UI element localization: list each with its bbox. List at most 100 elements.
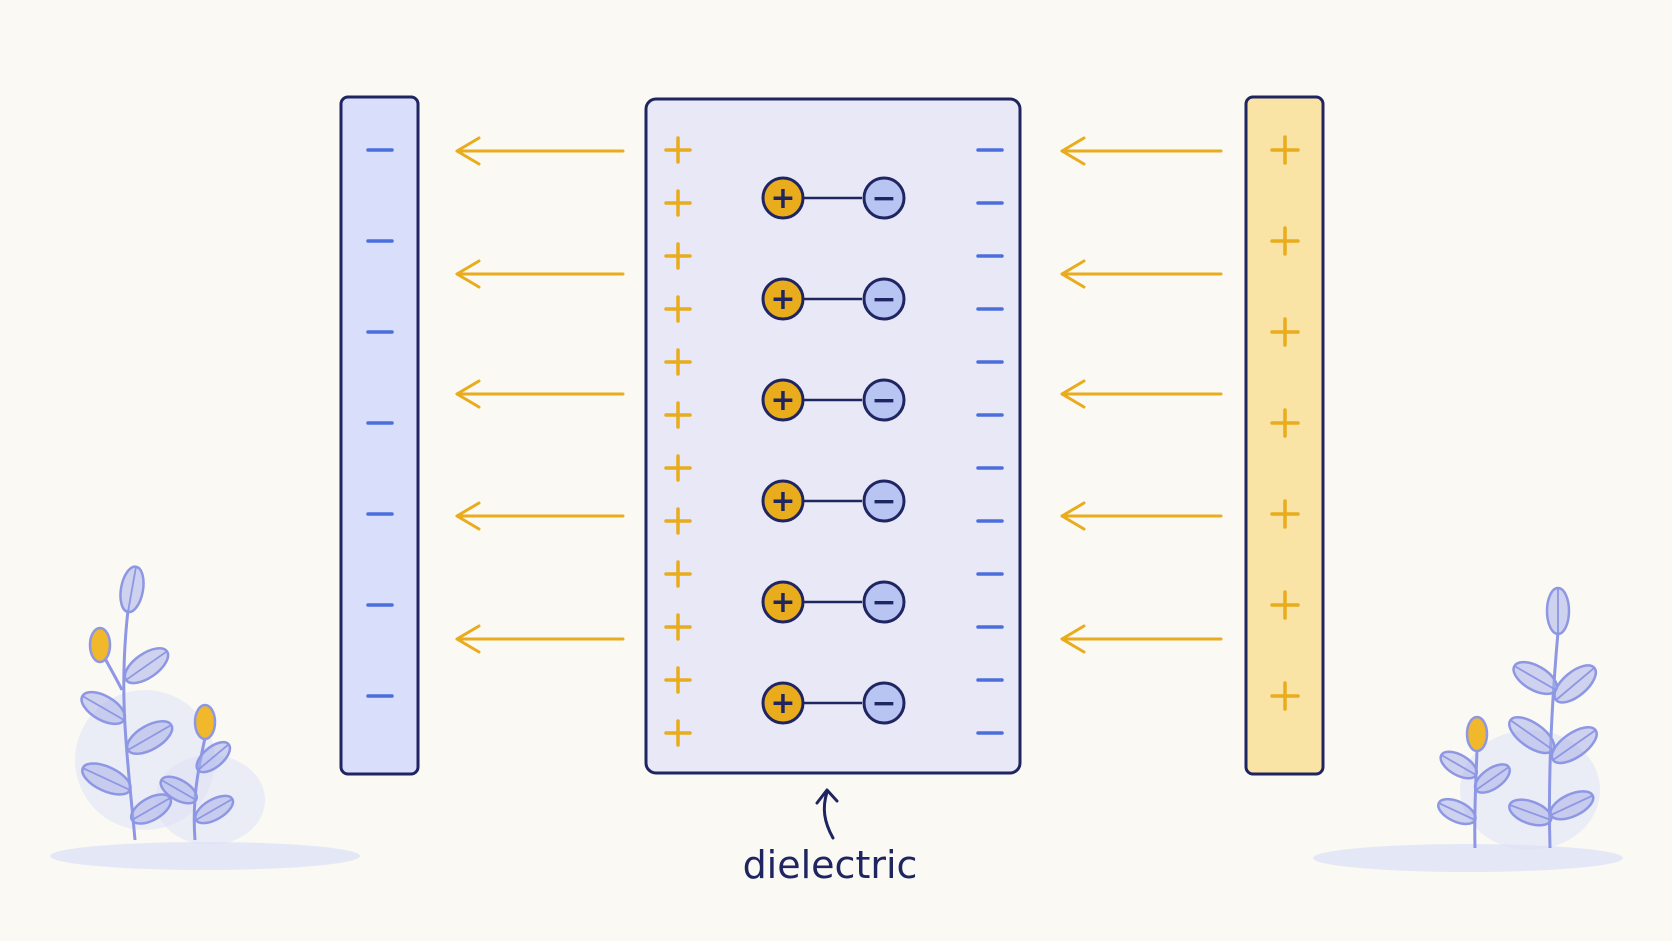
- negative-plate: [339, 95, 420, 776]
- dipole: +−: [761, 378, 906, 422]
- dipole-negative-sign: −: [871, 585, 896, 620]
- positive-charge: [1270, 590, 1300, 620]
- positive-plate: [1244, 95, 1325, 776]
- dipole-positive-sign: +: [770, 585, 795, 620]
- field-arrow-head: [455, 259, 481, 289]
- plant-leaf-vein: [1555, 667, 1595, 701]
- plant-leaf-vein: [195, 798, 233, 821]
- plant-bud: [1465, 715, 1489, 753]
- field-arrow: [1060, 624, 1223, 654]
- plant-bud: [88, 626, 112, 664]
- surface-positive-charge: [664, 348, 692, 376]
- surface-positive-charge: [664, 136, 692, 164]
- plant-leaf-vein: [1509, 804, 1552, 821]
- plant-leaf-vein: [82, 767, 131, 791]
- field-arrow: [455, 624, 625, 654]
- plant-bud: [193, 703, 217, 741]
- plant-left-icon: [50, 565, 360, 870]
- field-arrow: [455, 379, 625, 409]
- dipole-negative-end: [862, 681, 906, 725]
- surface-positive-charge: [664, 666, 692, 694]
- negative-plate-charges: [366, 148, 394, 698]
- plant-stem: [1473, 749, 1479, 849]
- positive-charge: [1270, 135, 1300, 165]
- dipoles: +−+−+−+−+−+−: [761, 176, 906, 725]
- field-arrow-head: [455, 624, 481, 654]
- plant-leaf-vein: [1475, 766, 1510, 791]
- field-arrow-head: [1060, 136, 1086, 166]
- surface-positive-charge: [664, 560, 692, 588]
- plant-leaf-vein: [127, 566, 137, 613]
- dipole-positive-sign: +: [770, 181, 795, 216]
- dipole-positive-end: [761, 479, 805, 523]
- field-arrows-right: [1060, 136, 1223, 654]
- dipole-positive-sign: +: [770, 282, 795, 317]
- dipole-negative-sign: −: [871, 686, 896, 721]
- plant-leaf-vein: [131, 797, 171, 821]
- dipole-negative-sign: −: [871, 282, 896, 317]
- field-arrow-head: [455, 501, 481, 531]
- surface-positive-charge: [664, 507, 692, 535]
- field-arrow-head: [1060, 501, 1086, 531]
- field-arrow-head: [1060, 624, 1086, 654]
- field-arrow: [1060, 136, 1223, 166]
- field-arrow-head: [1060, 259, 1086, 289]
- plant-shadow: [1313, 844, 1623, 872]
- plant-leaf-vein: [1440, 754, 1477, 776]
- field-arrow: [455, 501, 625, 531]
- positive-charge: [1270, 317, 1300, 347]
- dipole-negative-end: [862, 580, 906, 624]
- dielectric-caption: dielectric: [743, 843, 918, 887]
- surface-positive-charge: [664, 401, 692, 429]
- dipole-negative-sign: −: [871, 484, 896, 519]
- dielectric-negative-surface-charges: [976, 148, 1004, 735]
- dipole-positive-end: [761, 176, 805, 220]
- field-arrow-head: [1060, 379, 1086, 409]
- plant-leaf-vein: [125, 650, 168, 681]
- plant-leaf-vein: [197, 743, 230, 771]
- dipole-positive-end: [761, 580, 805, 624]
- dipole-positive-sign: +: [770, 686, 795, 721]
- plant-right-icon: [1313, 586, 1623, 872]
- dipole: +−: [761, 681, 906, 725]
- field-arrow: [1060, 379, 1223, 409]
- positive-plate-charges: [1270, 135, 1300, 711]
- positive-charge: [1270, 499, 1300, 529]
- dielectric-slab: +−+−+−+−+−+−: [644, 97, 1022, 775]
- dipole-negative-end: [862, 277, 906, 321]
- field-arrow: [1060, 259, 1223, 289]
- positive-charge: [1270, 226, 1300, 256]
- positive-charge: [1270, 681, 1300, 711]
- caption-arrow-icon: [815, 788, 839, 840]
- plant-leaf-vein: [1550, 794, 1594, 816]
- dielectric-positive-surface-charges: [664, 136, 692, 747]
- plant-leaf-vein: [1552, 729, 1597, 761]
- dipole-negative-sign: −: [871, 181, 896, 216]
- negative-plate-body: [339, 95, 420, 776]
- field-arrows-left: [455, 136, 625, 654]
- plant-leaf-vein: [127, 724, 172, 751]
- dipole: +−: [761, 176, 906, 220]
- dipole-positive-end: [761, 681, 805, 725]
- dipole-positive-end: [761, 277, 805, 321]
- surface-positive-charge: [664, 295, 692, 323]
- field-arrow: [455, 136, 625, 166]
- dipole-negative-end: [862, 479, 906, 523]
- positive-charge: [1270, 408, 1300, 438]
- plant-leaf-vein: [81, 695, 125, 721]
- plant-leaf-vein: [1513, 665, 1557, 691]
- dipole-negative-sign: −: [871, 383, 896, 418]
- dipole: +−: [761, 277, 906, 321]
- dielectric-body: [644, 97, 1022, 775]
- dipole-positive-sign: +: [770, 484, 795, 519]
- dipole-negative-end: [862, 378, 906, 422]
- dipole-positive-sign: +: [770, 383, 795, 418]
- dipole-positive-end: [761, 378, 805, 422]
- field-arrow: [455, 259, 625, 289]
- surface-positive-charge: [664, 454, 692, 482]
- surface-positive-charge: [664, 613, 692, 641]
- field-arrow-head: [455, 136, 481, 166]
- dipole: +−: [761, 580, 906, 624]
- surface-positive-charge: [664, 242, 692, 270]
